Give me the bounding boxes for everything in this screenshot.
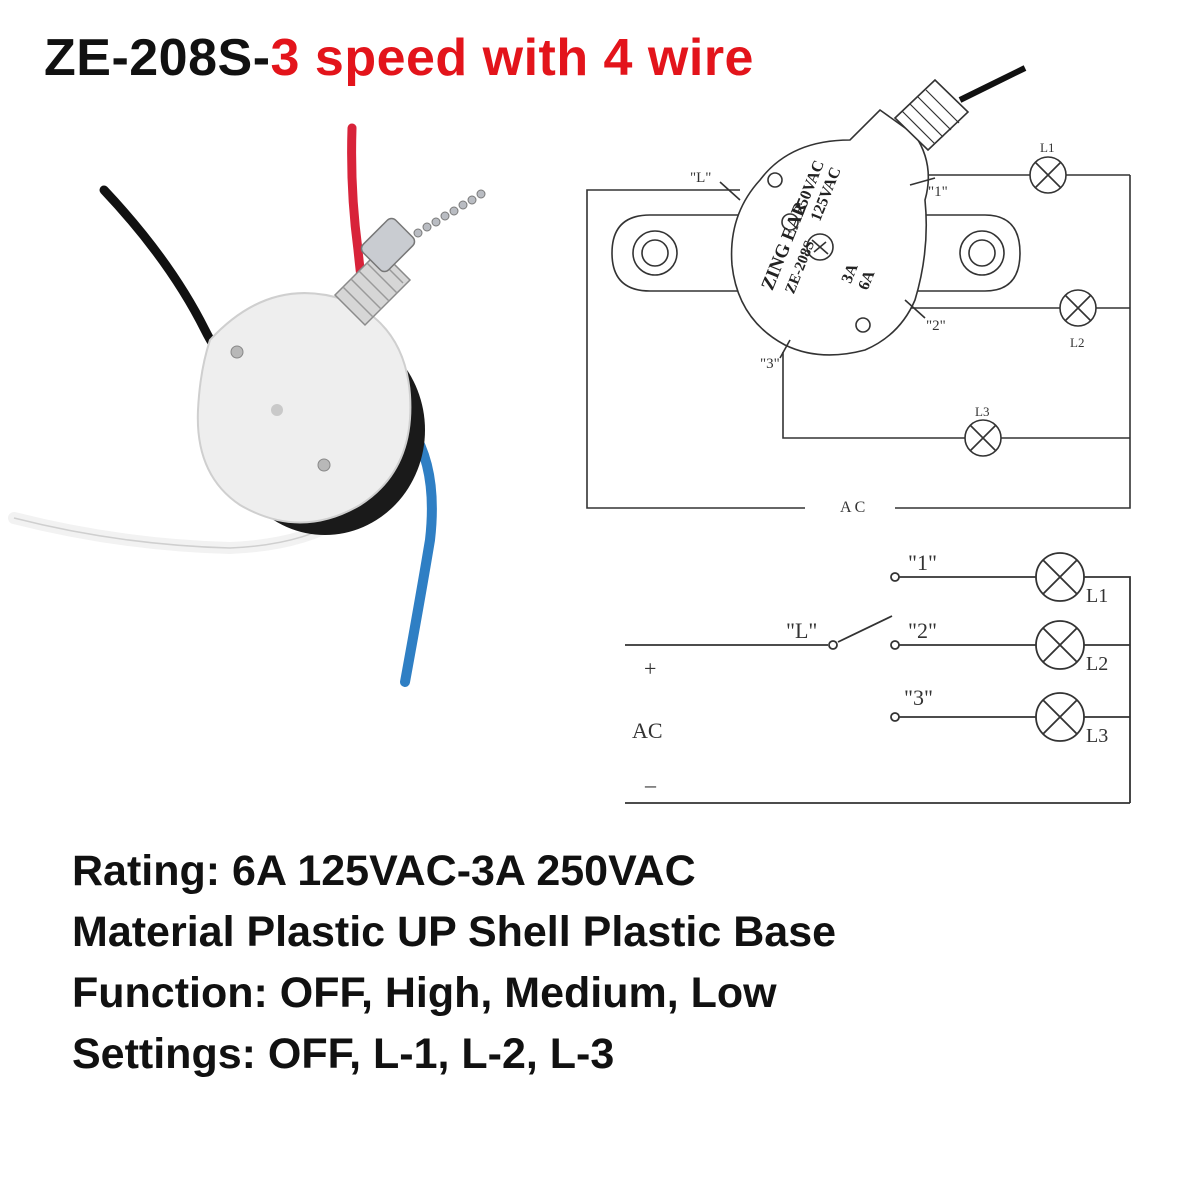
l3-wire	[782, 352, 1130, 439]
spec-settings: Settings: OFF, L-1, L-2, L-3	[72, 1030, 615, 1078]
schem-label-3: "3"	[904, 685, 933, 710]
chrome-cap	[360, 217, 416, 273]
stem-cord	[958, 65, 1027, 103]
pull-chain	[413, 189, 486, 238]
label-terminal-l: "L"	[690, 170, 711, 186]
label-terminal-3: "3"	[760, 356, 780, 372]
lamp-l1	[1029, 156, 1067, 194]
schematic-lamp-3	[1035, 692, 1085, 742]
schem-ac: AC	[632, 718, 663, 743]
center-hole	[271, 404, 283, 416]
threaded-stem	[893, 78, 970, 152]
switch-shaft	[806, 233, 834, 261]
label-ac: A C	[840, 499, 865, 516]
label-terminal-1: "1"	[928, 184, 948, 200]
black-wire	[99, 185, 230, 365]
switch-housing	[730, 108, 930, 356]
wiring-diagram: ZING EAR ZE-208S 250VAC 125VAC 3A 6A "L"…	[586, 65, 1131, 516]
mount-ear-right	[915, 214, 1021, 292]
switch-photo	[8, 123, 486, 687]
label-lamp-2: L2	[1070, 335, 1084, 350]
screw-bottom	[317, 458, 331, 472]
return-bus	[1084, 576, 1131, 803]
schem-plus: +	[644, 656, 656, 681]
title-highlight: 3 speed with 4 wire	[270, 29, 754, 87]
schem-minus: –	[644, 772, 657, 797]
label-lamp-1: L1	[1040, 140, 1054, 155]
schem-lamp-1: L1	[1086, 585, 1108, 607]
schematic-diagram: "1" "2" "3" "L" L1 L2 L3 + AC –	[625, 550, 1131, 804]
spec-material: Material Plastic UP Shell Plastic Base	[72, 908, 837, 956]
lamp-l2	[1059, 289, 1097, 327]
blue-wire	[400, 425, 437, 687]
mount-ear-left	[611, 214, 740, 292]
knurled-knob	[333, 248, 412, 327]
switch-blade	[837, 615, 893, 643]
schematic-lamp-1	[1035, 552, 1085, 602]
schem-label-1: "1"	[908, 550, 937, 575]
spec-function: Function: OFF, High, Medium, Low	[72, 969, 777, 1017]
red-wire	[347, 123, 367, 290]
ac-loop	[586, 175, 1131, 509]
lamp-l3	[964, 419, 1002, 457]
schem-label-l: "L"	[786, 618, 817, 643]
schematic-lamp-2	[1035, 620, 1085, 670]
schem-lamp-2: L2	[1086, 653, 1108, 675]
schem-lamp-3: L3	[1086, 725, 1108, 747]
label-lamp-3: L3	[975, 404, 989, 419]
white-wire-edge	[13, 517, 341, 549]
schem-label-2: "2"	[908, 618, 937, 643]
label-terminal-2: "2"	[926, 318, 946, 334]
screw-top	[230, 345, 244, 359]
body-amps-low: 6A	[855, 268, 878, 293]
spec-rating: Rating: 6A 125VAC-3A 250VAC	[72, 847, 696, 895]
title-model: ZE-208S-	[44, 29, 271, 87]
title: ZE-208S-3 speed with 4 wire	[44, 28, 754, 88]
body-amps-high: 3A	[839, 261, 862, 286]
switch-shell	[196, 292, 412, 524]
ul-mark	[781, 213, 799, 231]
